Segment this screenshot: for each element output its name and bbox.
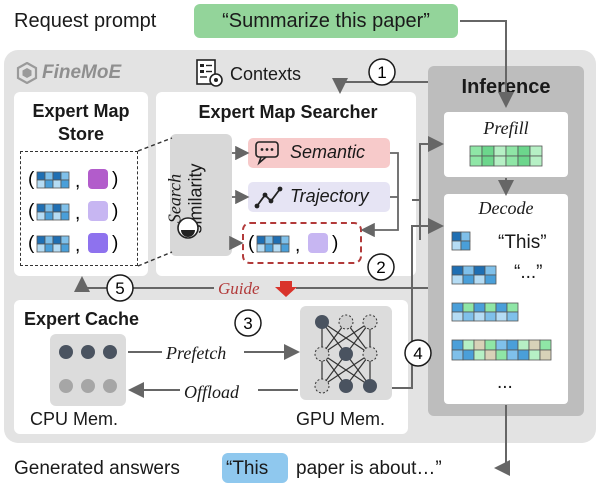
tuple-comma: , xyxy=(75,171,80,192)
tuple-close-paren: ) xyxy=(332,233,338,254)
expert-map-grid xyxy=(36,203,70,221)
expert-map-grid xyxy=(256,235,290,253)
expert-map-store-title-line1: Expert Map xyxy=(32,101,130,121)
tuple-open-paren: ( xyxy=(28,169,35,190)
offload-label: Offload xyxy=(184,382,240,402)
search-similarity-icon xyxy=(177,217,199,239)
tuple-open-paren: ( xyxy=(28,233,35,254)
trajectory-icon xyxy=(254,186,283,209)
step5-arrow xyxy=(74,276,214,292)
tuple-comma: , xyxy=(75,203,80,224)
expert-map-store-list xyxy=(20,151,138,266)
context-embedding-square xyxy=(88,169,108,189)
request-prompt-pill: “Summarize this paper” xyxy=(194,4,458,38)
store-tuple-2: (,) xyxy=(28,201,118,224)
decode-grid-3 xyxy=(451,302,519,322)
expert-cache-title: Expert Cache xyxy=(24,309,140,329)
trajectory-pill xyxy=(248,182,390,212)
decode-grid-1 xyxy=(451,231,471,251)
decode-to-answer-arrow xyxy=(494,405,510,476)
expert-map-store-box xyxy=(14,92,148,276)
chat-bubbles-icon xyxy=(255,141,279,166)
generated-answers-label: Generated answers xyxy=(14,458,180,479)
store-tuple-3: (,) xyxy=(28,233,118,256)
semantic-pill xyxy=(248,138,390,168)
expert-map-grid xyxy=(36,171,70,189)
step4-arrow xyxy=(392,218,444,389)
tuple-close-paren: ) xyxy=(112,233,118,254)
tuple-open-paren: ( xyxy=(248,233,255,254)
step-number: 2 xyxy=(376,258,385,277)
gpu-memory-label: GPU Mem. xyxy=(296,409,386,429)
tuple-close-paren: ) xyxy=(112,201,118,222)
brand-name: FineMoE xyxy=(42,62,122,83)
tuple-comma: , xyxy=(75,235,80,256)
prefill-label: Prefill xyxy=(483,118,529,138)
step-circle-4: 4 xyxy=(404,339,432,367)
decode-grid-4 xyxy=(451,339,552,361)
expert-map-store-title: Expert Map Store xyxy=(14,100,148,146)
step-number-circles: 1 2 3 4 5 xyxy=(106,58,432,367)
prompt-to-inference-arrow xyxy=(460,20,514,108)
similarity-box xyxy=(170,134,232,256)
guide-down-arrow-icon xyxy=(275,281,297,297)
step-circle-3: 3 xyxy=(234,309,262,337)
request-prompt-text: “Summarize this paper” xyxy=(222,9,430,32)
expert-map-store-tuples: (,)(,)(,) xyxy=(28,169,118,256)
answer-highlight-text: “This xyxy=(226,458,269,479)
context-embedding-square xyxy=(88,233,108,253)
decode-more-ellipsis: ... xyxy=(497,372,513,393)
prefill-grid xyxy=(469,145,543,167)
store-link-bottom xyxy=(137,251,173,267)
decode-token-this: “This” xyxy=(498,232,547,253)
cpu-expert-dots xyxy=(59,345,117,393)
step-circle-1: 1 xyxy=(368,58,396,86)
result-tuple: (,) xyxy=(248,233,338,256)
answer-highlight-pill xyxy=(222,453,288,483)
contexts-label: Contexts xyxy=(230,64,302,84)
step-number: 5 xyxy=(115,279,124,298)
step-number: 4 xyxy=(413,344,422,363)
step-circle-5: 5 xyxy=(106,274,134,302)
tuple-comma: , xyxy=(295,235,300,256)
step-number: 3 xyxy=(243,314,252,333)
decode-token-ellipsis: “...” xyxy=(514,262,543,283)
tuple-close-paren: ) xyxy=(112,169,118,190)
context-embedding-square xyxy=(88,201,108,221)
context-embedding-square xyxy=(308,233,328,253)
step1-arrow xyxy=(332,78,428,94)
answer-rest-text: paper is about…” xyxy=(296,458,442,479)
decode-token-grids xyxy=(451,231,552,361)
gpu-expert-nodes xyxy=(314,314,378,394)
cpu-memory-label: CPU Mem. xyxy=(30,409,119,429)
store-link-top xyxy=(137,137,173,152)
expert-map-grid xyxy=(36,235,70,253)
step-number: 1 xyxy=(377,63,386,82)
guide-label: Guide xyxy=(218,279,260,298)
store-tuple-1: (,) xyxy=(28,169,118,192)
finemoe-logo-icon xyxy=(16,62,38,84)
decode-grid-2 xyxy=(451,265,497,285)
prefill-token-grid xyxy=(469,145,543,167)
step-circle-2: 2 xyxy=(367,253,395,281)
contexts-document-icon xyxy=(196,59,223,87)
expert-map-store-title-line2: Store xyxy=(57,124,104,144)
request-prompt-label: Request prompt xyxy=(14,10,157,32)
trajectory-label: Trajectory xyxy=(290,186,369,206)
expert-map-searcher-title: Expert Map Searcher xyxy=(198,102,378,122)
decode-label: Decode xyxy=(478,198,534,218)
prefetch-label: Prefetch xyxy=(166,343,227,363)
searched-expert-map-tuple: (,) xyxy=(248,233,338,256)
semantic-label: Semantic xyxy=(290,142,366,162)
decode-box xyxy=(444,194,568,404)
tuple-open-paren: ( xyxy=(28,201,35,222)
